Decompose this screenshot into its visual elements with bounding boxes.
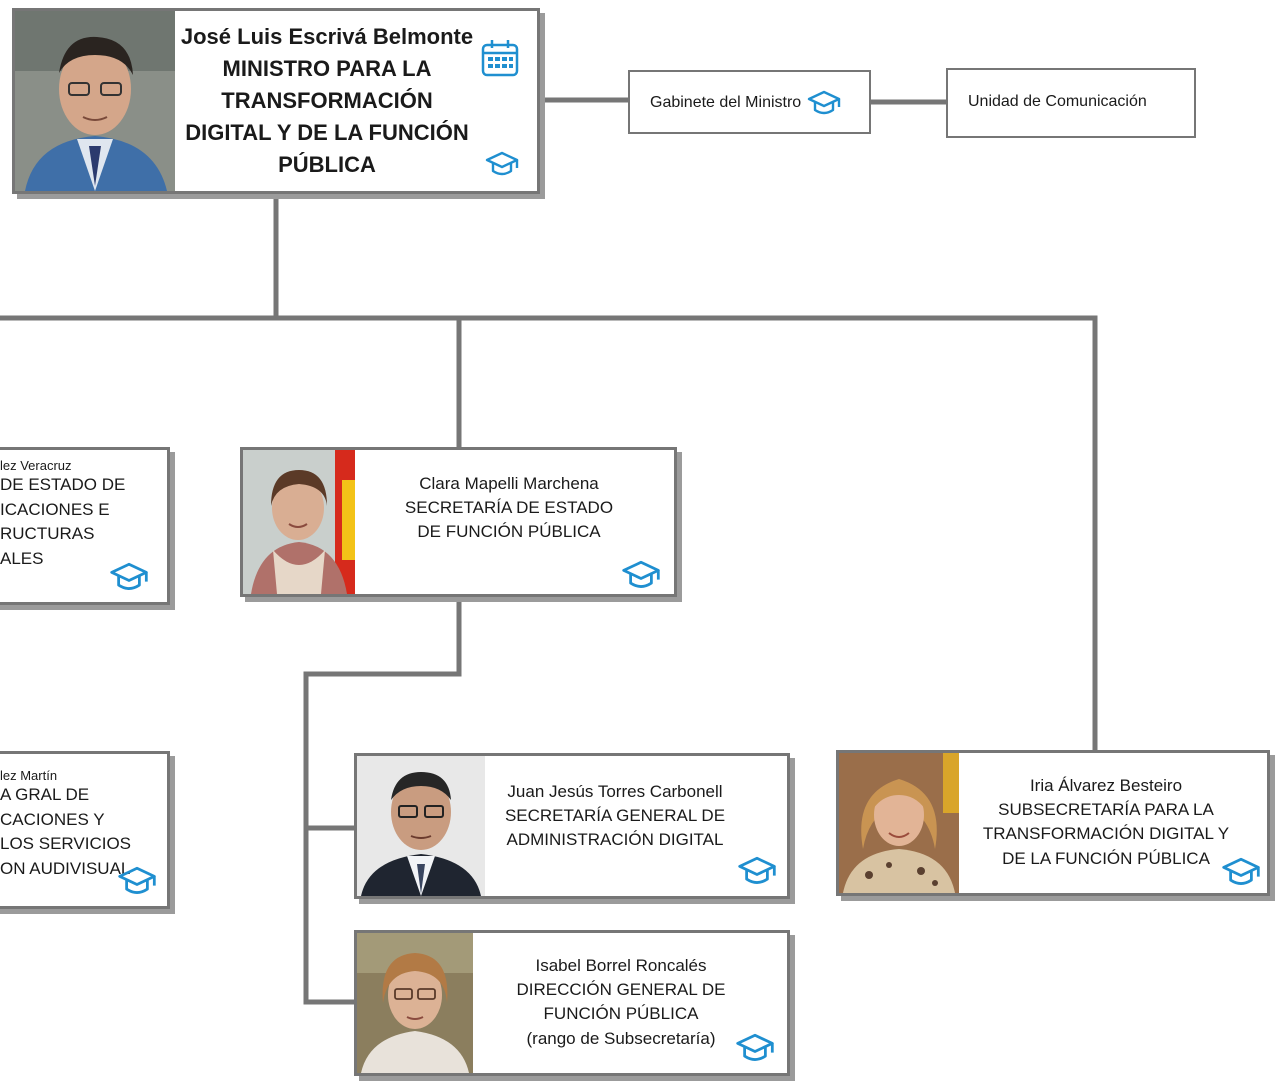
sg-telecom-role-line-1: A GRAL DE bbox=[0, 785, 90, 804]
se-telecom-role-line-2: ICACIONES E bbox=[0, 499, 110, 519]
minister-role-line-3: DIGITAL Y DE LA FUNCIÓN bbox=[185, 119, 469, 145]
sg-telecom-box[interactable]: lez Martín A GRAL DE CACIONES Y LOS SERV… bbox=[0, 751, 170, 909]
se-funcion-name: Clara Mapelli Marchena bbox=[419, 473, 599, 493]
dg-funcion-graduation-cap-icon[interactable] bbox=[735, 1033, 775, 1063]
sg-digital-role-line-2: ADMINISTRACIÓN DIGITAL bbox=[506, 830, 724, 850]
minister-photo bbox=[15, 11, 175, 191]
calendar-icon[interactable] bbox=[479, 37, 521, 79]
sg-telecom-role-line-2: CACIONES Y bbox=[0, 809, 105, 829]
minister-graduation-cap-icon[interactable] bbox=[485, 151, 519, 177]
se-telecom-role-line-3: RUCTURAS bbox=[0, 524, 95, 544]
se-funcion-role-line-1: SECRETARÍA DE ESTADO bbox=[404, 497, 614, 517]
se-funcion-photo bbox=[243, 450, 355, 594]
se-telecom-name: lez Veracruz bbox=[0, 458, 72, 473]
minister-text: José Luis Escrivá Belmonte MINISTRO PARA… bbox=[175, 11, 479, 191]
subsecretaria-role-line-3: DE LA FUNCIÓN PÚBLICA bbox=[1002, 848, 1210, 868]
se-telecom-graduation-cap-icon[interactable] bbox=[109, 562, 149, 592]
subsecretaria-role-line-2: TRANSFORMACIÓN DIGITAL Y bbox=[982, 824, 1230, 844]
se-telecom-text: lez Veracruz DE ESTADO DE ICACIONES E RU… bbox=[0, 458, 151, 594]
sg-digital-text: Juan Jesús Torres Carbonell SECRETARÍA G… bbox=[485, 772, 745, 862]
sg-digital-photo bbox=[357, 756, 485, 896]
minister-role-line-2: TRANSFORMACIÓN bbox=[221, 88, 433, 114]
dg-funcion-role-line-1: DIRECCIÓN GENERAL DE bbox=[516, 979, 726, 999]
sg-telecom-name: lez Martín bbox=[0, 768, 58, 783]
dg-funcion-role-line-3: (rango de Subsecretaría) bbox=[526, 1028, 716, 1048]
se-funcion-role-line-2: DE FUNCIÓN PÚBLICA bbox=[417, 522, 601, 542]
sg-digital-role-line-1: SECRETARÍA GENERAL DE bbox=[504, 805, 726, 825]
dg-funcion-box[interactable]: Isabel Borrel Roncalés DIRECCIÓN GENERAL… bbox=[354, 930, 790, 1076]
subsecretaria-graduation-cap-icon[interactable] bbox=[1221, 857, 1261, 887]
subsecretaria-role-line-1: SUBSECRETARÍA PARA LA bbox=[998, 799, 1214, 819]
subsecretaria-text: Iria Álvarez Besteiro SUBSECRETARÍA PARA… bbox=[959, 767, 1253, 879]
sg-telecom-role-line-4: ON AUDIVISUAL bbox=[0, 858, 131, 878]
dg-funcion-role-line-2: FUNCIÓN PÚBLICA bbox=[543, 1004, 699, 1024]
cabinet-graduation-cap-icon[interactable] bbox=[807, 90, 841, 116]
subsecretaria-box[interactable]: Iria Álvarez Besteiro SUBSECRETARÍA PARA… bbox=[836, 750, 1270, 896]
minister-box[interactable]: José Luis Escrivá Belmonte MINISTRO PARA… bbox=[12, 8, 540, 194]
minister-role-line-1: MINISTRO PARA LA bbox=[222, 56, 432, 82]
sg-digital-graduation-cap-icon[interactable] bbox=[737, 856, 777, 886]
se-funcion-text: Clara Mapelli Marchena SECRETARÍA DE EST… bbox=[355, 464, 663, 554]
sg-telecom-role-line-3: LOS SERVICIOS bbox=[0, 834, 132, 854]
cabinet-box[interactable]: Gabinete del Ministro bbox=[628, 70, 871, 134]
communication-box[interactable]: Unidad de Comunicación bbox=[946, 68, 1196, 138]
cabinet-label: Gabinete del Ministro bbox=[650, 94, 802, 111]
se-telecom-role-line-1: DE ESTADO DE bbox=[0, 475, 126, 494]
sg-digital-box[interactable]: Juan Jesús Torres Carbonell SECRETARÍA G… bbox=[354, 753, 790, 899]
dg-funcion-name: Isabel Borrel Roncalés bbox=[535, 955, 707, 975]
dg-funcion-photo bbox=[357, 933, 473, 1073]
sg-telecom-text: lez Martín A GRAL DE CACIONES Y LOS SERV… bbox=[0, 768, 151, 904]
minister-role-line-4: PÚBLICA bbox=[278, 151, 376, 177]
sg-telecom-graduation-cap-icon[interactable] bbox=[117, 866, 157, 896]
communication-label: Unidad de Comunicación bbox=[968, 93, 1147, 110]
minister-name: José Luis Escrivá Belmonte bbox=[180, 24, 474, 50]
subsecretaria-name: Iria Álvarez Besteiro bbox=[1029, 775, 1183, 795]
se-telecom-box[interactable]: lez Veracruz DE ESTADO DE ICACIONES E RU… bbox=[0, 447, 170, 605]
subsecretaria-photo bbox=[839, 753, 959, 893]
se-telecom-role-line-4: ALES bbox=[0, 548, 44, 568]
dg-funcion-text: Isabel Borrel Roncalés DIRECCIÓN GENERAL… bbox=[473, 945, 769, 1061]
connector-se-funcion-down bbox=[303, 595, 462, 1005]
se-funcion-box[interactable]: Clara Mapelli Marchena SECRETARÍA DE EST… bbox=[240, 447, 677, 597]
se-funcion-graduation-cap-icon[interactable] bbox=[621, 560, 661, 590]
sg-digital-name: Juan Jesús Torres Carbonell bbox=[507, 781, 723, 801]
